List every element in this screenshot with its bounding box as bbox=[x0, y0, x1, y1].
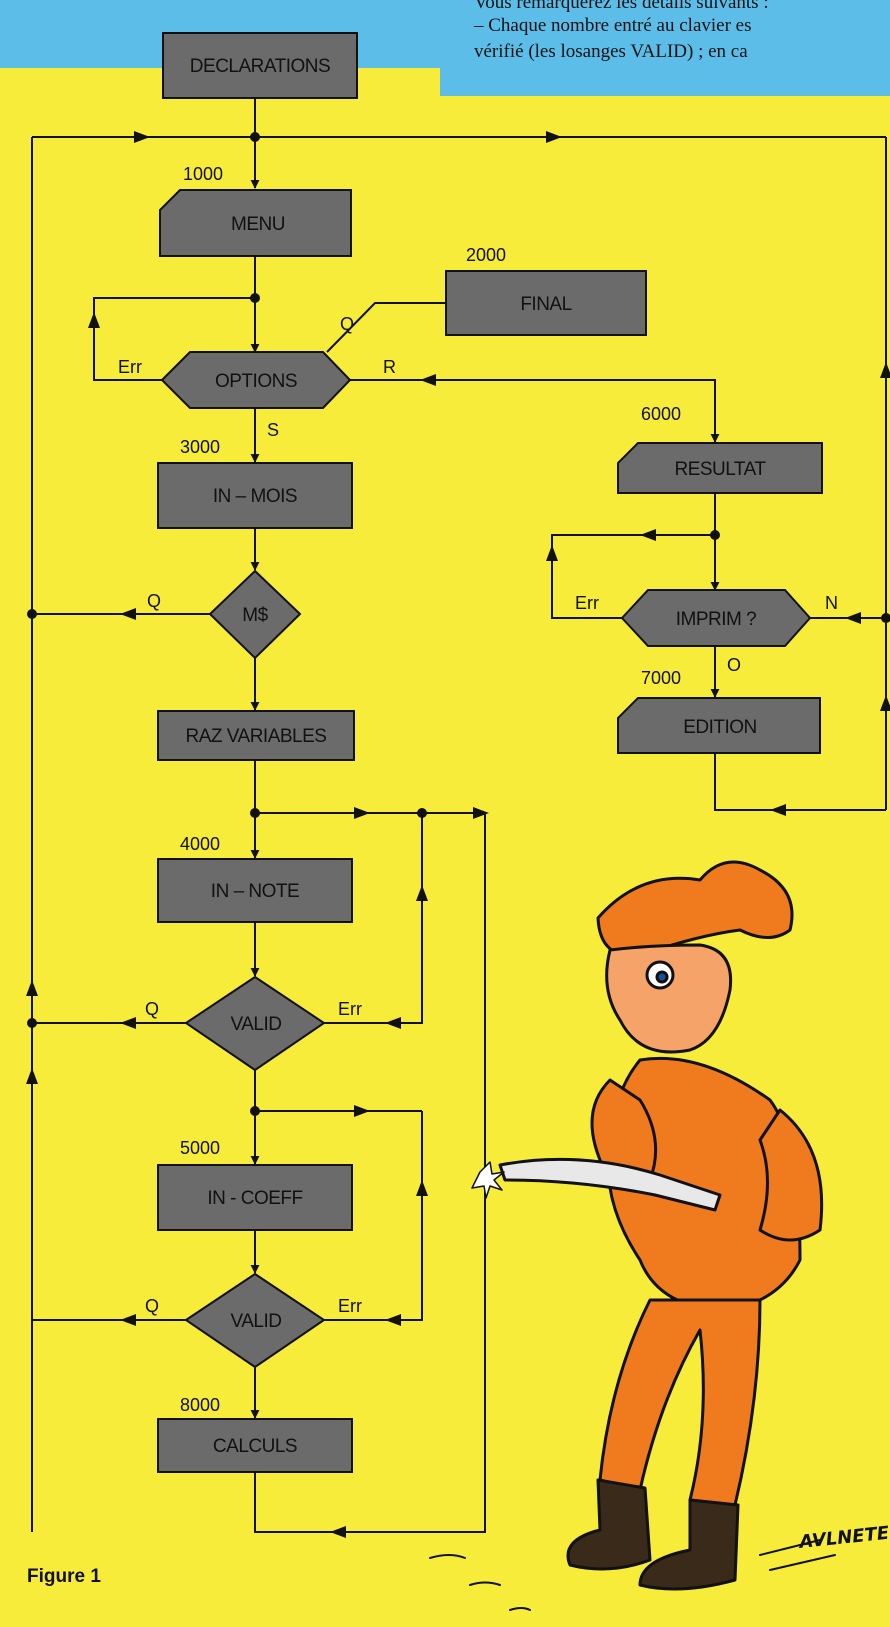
figure-caption: Figure 1 bbox=[27, 1566, 101, 1587]
node-edition-label: EDITION bbox=[683, 717, 757, 738]
node-m-dollar-label: M$ bbox=[242, 605, 268, 626]
node-resultat-label: RESULTAT bbox=[674, 459, 766, 480]
header-text-line3: vérifié (les losanges VALID) ; en ca bbox=[474, 41, 748, 62]
node-menu-number: 1000 bbox=[183, 164, 223, 184]
node-calculs-number: 8000 bbox=[180, 1395, 220, 1415]
edge-label-valid1-q: Q bbox=[145, 999, 159, 1019]
node-imprim-label: IMPRIM ? bbox=[676, 609, 756, 630]
header-text-line2: – Chaque nombre entré au clavier es bbox=[473, 15, 752, 36]
edge-label-options-err: Err bbox=[118, 357, 142, 377]
edge-label-options-r: R bbox=[383, 357, 396, 377]
edge-label-mois-q: Q bbox=[147, 591, 161, 611]
node-final-label: FINAL bbox=[520, 294, 571, 315]
node-options: OPTIONS bbox=[162, 352, 350, 408]
node-in-note-label: IN – NOTE bbox=[211, 881, 299, 902]
node-menu-label: MENU bbox=[231, 214, 285, 235]
header-text-line1: Vous remarquerez les détails suivants : bbox=[474, 0, 769, 13]
node-options-label: OPTIONS bbox=[215, 371, 297, 392]
node-in-coeff-number: 5000 bbox=[180, 1138, 220, 1158]
node-edition-number: 7000 bbox=[641, 668, 681, 688]
node-raz-variables: RAZ VARIABLES bbox=[158, 711, 354, 760]
edge-label-options-s: S bbox=[267, 420, 279, 440]
node-valid-2-label: VALID bbox=[230, 1311, 281, 1332]
node-resultat-number: 6000 bbox=[641, 404, 681, 424]
node-imprim: IMPRIM ? bbox=[622, 590, 810, 646]
node-declarations-label: DECLARATIONS bbox=[190, 56, 330, 77]
node-final-number: 2000 bbox=[466, 245, 506, 265]
node-declarations: DECLARATIONS bbox=[163, 33, 357, 98]
edge-label-imprim-err: Err bbox=[575, 593, 599, 613]
edge-label-imprim-n: N bbox=[825, 593, 838, 613]
edge-label-options-q: Q bbox=[340, 314, 354, 334]
node-in-mois-label: IN – MOIS bbox=[213, 486, 297, 507]
node-in-mois-number: 3000 bbox=[180, 437, 220, 457]
node-calculs-label: CALCULS bbox=[213, 1436, 297, 1457]
edge-label-imprim-o: O bbox=[727, 655, 741, 675]
edge-label-valid2-q: Q bbox=[145, 1296, 159, 1316]
node-valid-1-label: VALID bbox=[230, 1014, 281, 1035]
edge-label-valid2-err: Err bbox=[338, 1296, 362, 1316]
node-raz-variables-label: RAZ VARIABLES bbox=[186, 726, 327, 747]
node-in-note-number: 4000 bbox=[180, 834, 220, 854]
edge-label-valid1-err: Err bbox=[338, 999, 362, 1019]
node-in-coeff-label: IN - COEFF bbox=[207, 1188, 302, 1209]
